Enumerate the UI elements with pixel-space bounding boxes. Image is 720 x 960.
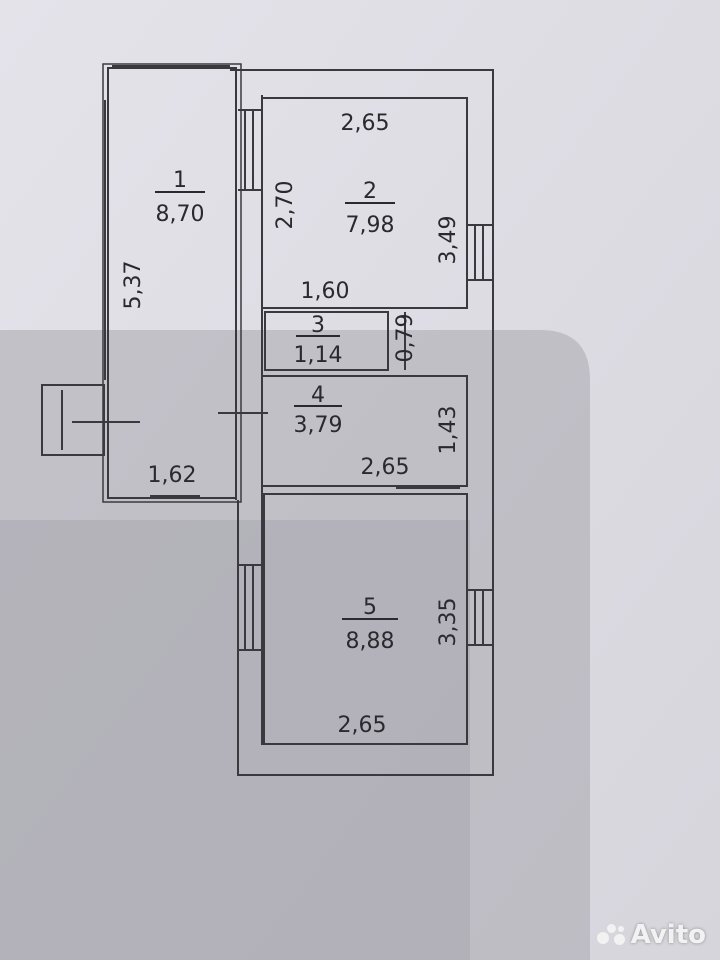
dim-room1-length: 5,37: [121, 261, 146, 310]
svg-text:3: 3: [311, 313, 325, 338]
room-1-label: 1 8,70: [155, 168, 205, 227]
window-room-2: [467, 224, 493, 281]
watermark-text: Avito: [630, 920, 706, 950]
dim-room3-width: 1,60: [301, 279, 350, 304]
window-room-5: [467, 589, 493, 646]
room-4-outline: [261, 375, 468, 487]
svg-text:5: 5: [363, 595, 377, 620]
room-3-label: 3 1,14: [294, 313, 343, 368]
entrance-porch: [41, 384, 105, 456]
svg-text:8,88: 8,88: [346, 629, 395, 654]
room-4-label: 4 3,79: [294, 383, 343, 438]
dim-room2-width: 2,65: [341, 111, 390, 136]
dim-room5-width: 2,65: [338, 713, 387, 738]
dim-room3-height: 0,79: [393, 314, 418, 363]
svg-text:2: 2: [363, 179, 377, 204]
svg-text:4: 4: [311, 383, 325, 408]
window-west-top: [238, 109, 262, 191]
room-2-label: 2 7,98: [345, 179, 395, 238]
dim-room4-height: 1,43: [436, 406, 461, 455]
dim-room5-height: 3,35: [436, 598, 461, 647]
svg-text:1,14: 1,14: [294, 343, 343, 368]
room-5-outline: [263, 493, 468, 745]
dim-room2-right: 3,49: [436, 216, 461, 265]
dim-room2-left: 2,70: [273, 181, 298, 230]
outer-wall: [230, 69, 494, 776]
avito-watermark: Avito: [596, 920, 706, 950]
window-west-bottom: [238, 564, 262, 651]
svg-text:7,98: 7,98: [346, 213, 395, 238]
room-5-label: 5 8,88: [342, 595, 398, 654]
room-2-outline: [261, 97, 468, 309]
avito-logo-icon: [596, 924, 627, 946]
dim-room4-width: 2,65: [361, 455, 410, 480]
dim-room1-width: 1,62: [148, 463, 197, 488]
svg-text:1: 1: [173, 168, 187, 193]
svg-text:8,70: 8,70: [156, 202, 205, 227]
svg-text:3,79: 3,79: [294, 413, 343, 438]
